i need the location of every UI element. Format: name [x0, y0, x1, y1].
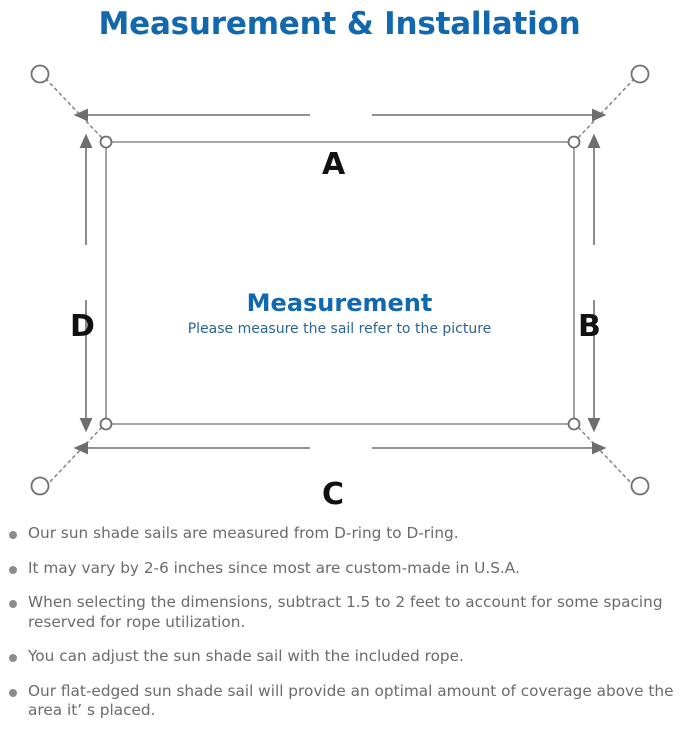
- d-ring-top-right: [567, 135, 581, 149]
- note-item: When selecting the dimensions, subtract …: [0, 593, 679, 632]
- note-item: Our flat-edged sun shade sail will provi…: [0, 682, 679, 721]
- page-title: Measurement & Installation: [98, 6, 581, 42]
- dimension-label-c: C: [322, 477, 345, 512]
- anchor-point-bottom-right: [630, 476, 650, 496]
- dimension-label-a: A: [322, 147, 346, 182]
- note-text: When selecting the dimensions, subtract …: [28, 593, 663, 631]
- sail-center-caption: Measurement Please measure the sail refe…: [0, 290, 679, 338]
- dimension-label-d: D: [70, 309, 95, 344]
- anchor-points: [30, 64, 650, 496]
- d-ring-bottom-right: [567, 417, 581, 431]
- sail-center-title: Measurement: [246, 289, 433, 317]
- rope-line-bottom-right: [575, 424, 635, 487]
- sail-body: [105, 141, 575, 425]
- note-item: Our sun shade sails are measured from D-…: [0, 524, 679, 544]
- note-item: You can adjust the sun shade sail with t…: [0, 647, 679, 667]
- anchor-point-bottom-left: [30, 476, 50, 496]
- notes-list: Our sun shade sails are measured from D-…: [0, 524, 679, 736]
- sail-center-subtitle: Please measure the sail refer to the pic…: [187, 321, 492, 338]
- bullet-icon: [9, 654, 17, 663]
- d-ring-top-left: [99, 135, 113, 149]
- note-text: Our sun shade sails are measured from D-…: [28, 524, 459, 542]
- rope-line-top-left: [45, 78, 105, 141]
- bullet-icon: [9, 531, 17, 539]
- note-text: It may vary by 2-6 inches since most are…: [28, 558, 520, 577]
- dimension-label-b: B: [578, 309, 601, 344]
- note-item: It may vary by 2-6 inches since most are…: [0, 559, 679, 579]
- diagram-svg: [30, 64, 650, 496]
- measurement-diagram: A B C D Measurement Please measure the s…: [0, 50, 679, 510]
- bullet-icon: [9, 565, 17, 574]
- anchor-point-top-left: [30, 64, 50, 84]
- rope-line-top-right: [575, 78, 635, 141]
- note-text: Our flat-edged sun shade sail will provi…: [28, 681, 674, 720]
- note-text: You can adjust the sun shade sail with t…: [28, 647, 464, 666]
- anchor-point-top-right: [630, 64, 650, 84]
- bullet-icon: [9, 600, 17, 609]
- d-rings: [99, 135, 581, 431]
- d-ring-bottom-left: [99, 417, 113, 431]
- bullet-icon: [9, 688, 17, 697]
- rope-line-bottom-left: [45, 424, 105, 487]
